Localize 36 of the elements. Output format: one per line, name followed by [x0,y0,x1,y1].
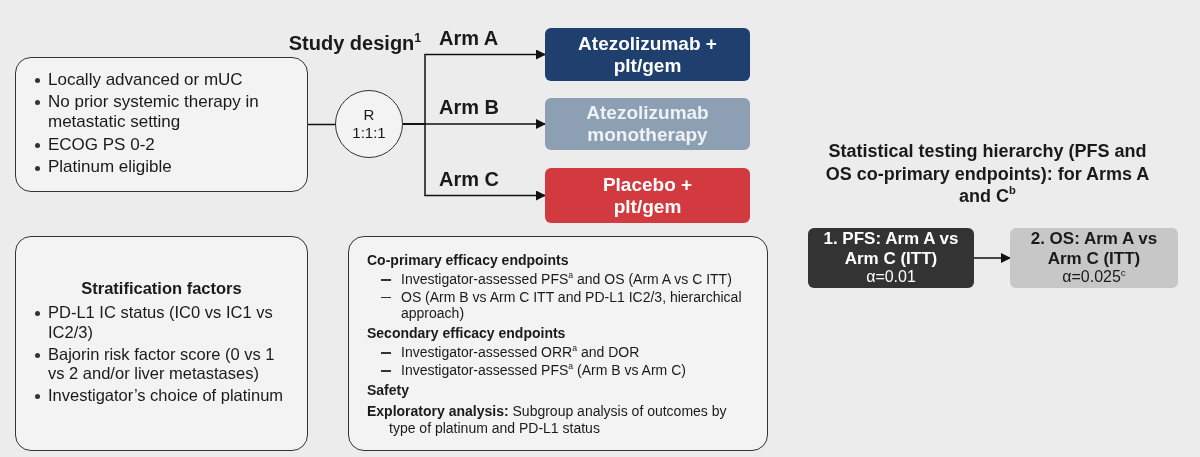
section-heading: Secondary efficacy endpoints [367,325,567,342]
box-text: 2. OS: Arm A vs Arm C (ITT) [1029,229,1159,269]
list-text: 1:1:1 [352,124,386,142]
connector-arrow [402,123,546,201]
box-text: α=0.01 [866,268,916,287]
section-heading: Co-primary efficacy endpoints [367,252,570,269]
treatment-box [545,168,750,223]
section-heading: Stratification factors [80,279,243,299]
list-text: Platinum eligible [48,157,173,178]
section-heading: Safety [367,381,411,399]
list-text: Investigator-assessed PFS$^{a}$ (Arm B vs Arm C) [401,361,687,379]
list-text: Investigator-assessed ORR$^{a}$ and DOR [401,344,641,361]
treatment-box [545,98,750,150]
box-text: Placebo + plt/gem [601,173,694,218]
list-text: OS (Arm B vs Arm C ITT and PD-L1 IC2/3, hierarchical approach) [401,288,743,323]
list-text: Bajorin risk factor score (0 vs 1 vs 2 and/or liver metastases) [48,344,276,385]
list-text: Exploratory analysis: Subgroup analysis of outcomes by type of platinum and PD-L1 status [367,403,728,437]
rounded-box [15,57,308,192]
rounded-box [15,236,308,451]
treatment-box [808,228,974,288]
section-heading: Statistical testing hierarchy (PFS and OS co-primary endpoints): for Arms A and C$^{b}$ [824,140,1151,208]
list-text: Investigator’s choice of platinum [48,386,285,406]
rounded-box [348,236,768,451]
list-text: R [363,106,375,124]
box-text: Atezolizumab monotherapy [585,102,710,146]
box-text: Atezolizumab + plt/gem [577,32,718,77]
list-text: PD-L1 IC status (IC0 vs IC1 vs IC2/3) [48,302,274,343]
treatment-box [545,28,750,81]
list-text: No prior systemic therapy in metastatic setting [48,91,260,133]
list-text: Investigator-assessed PFS$^{a}$ and OS (Arm A vs C ITT) [401,270,733,288]
list-text: ECOG PS 0-2 [48,134,156,156]
treatment-box [1010,228,1178,288]
list-text: Locally advanced or mUC [48,69,244,90]
box-text: α=0.025$^{c}$ [1062,268,1126,287]
connector-arrow [973,253,1011,263]
box-text: 1. PFS: Arm A vs Arm C (ITT) [822,229,960,269]
